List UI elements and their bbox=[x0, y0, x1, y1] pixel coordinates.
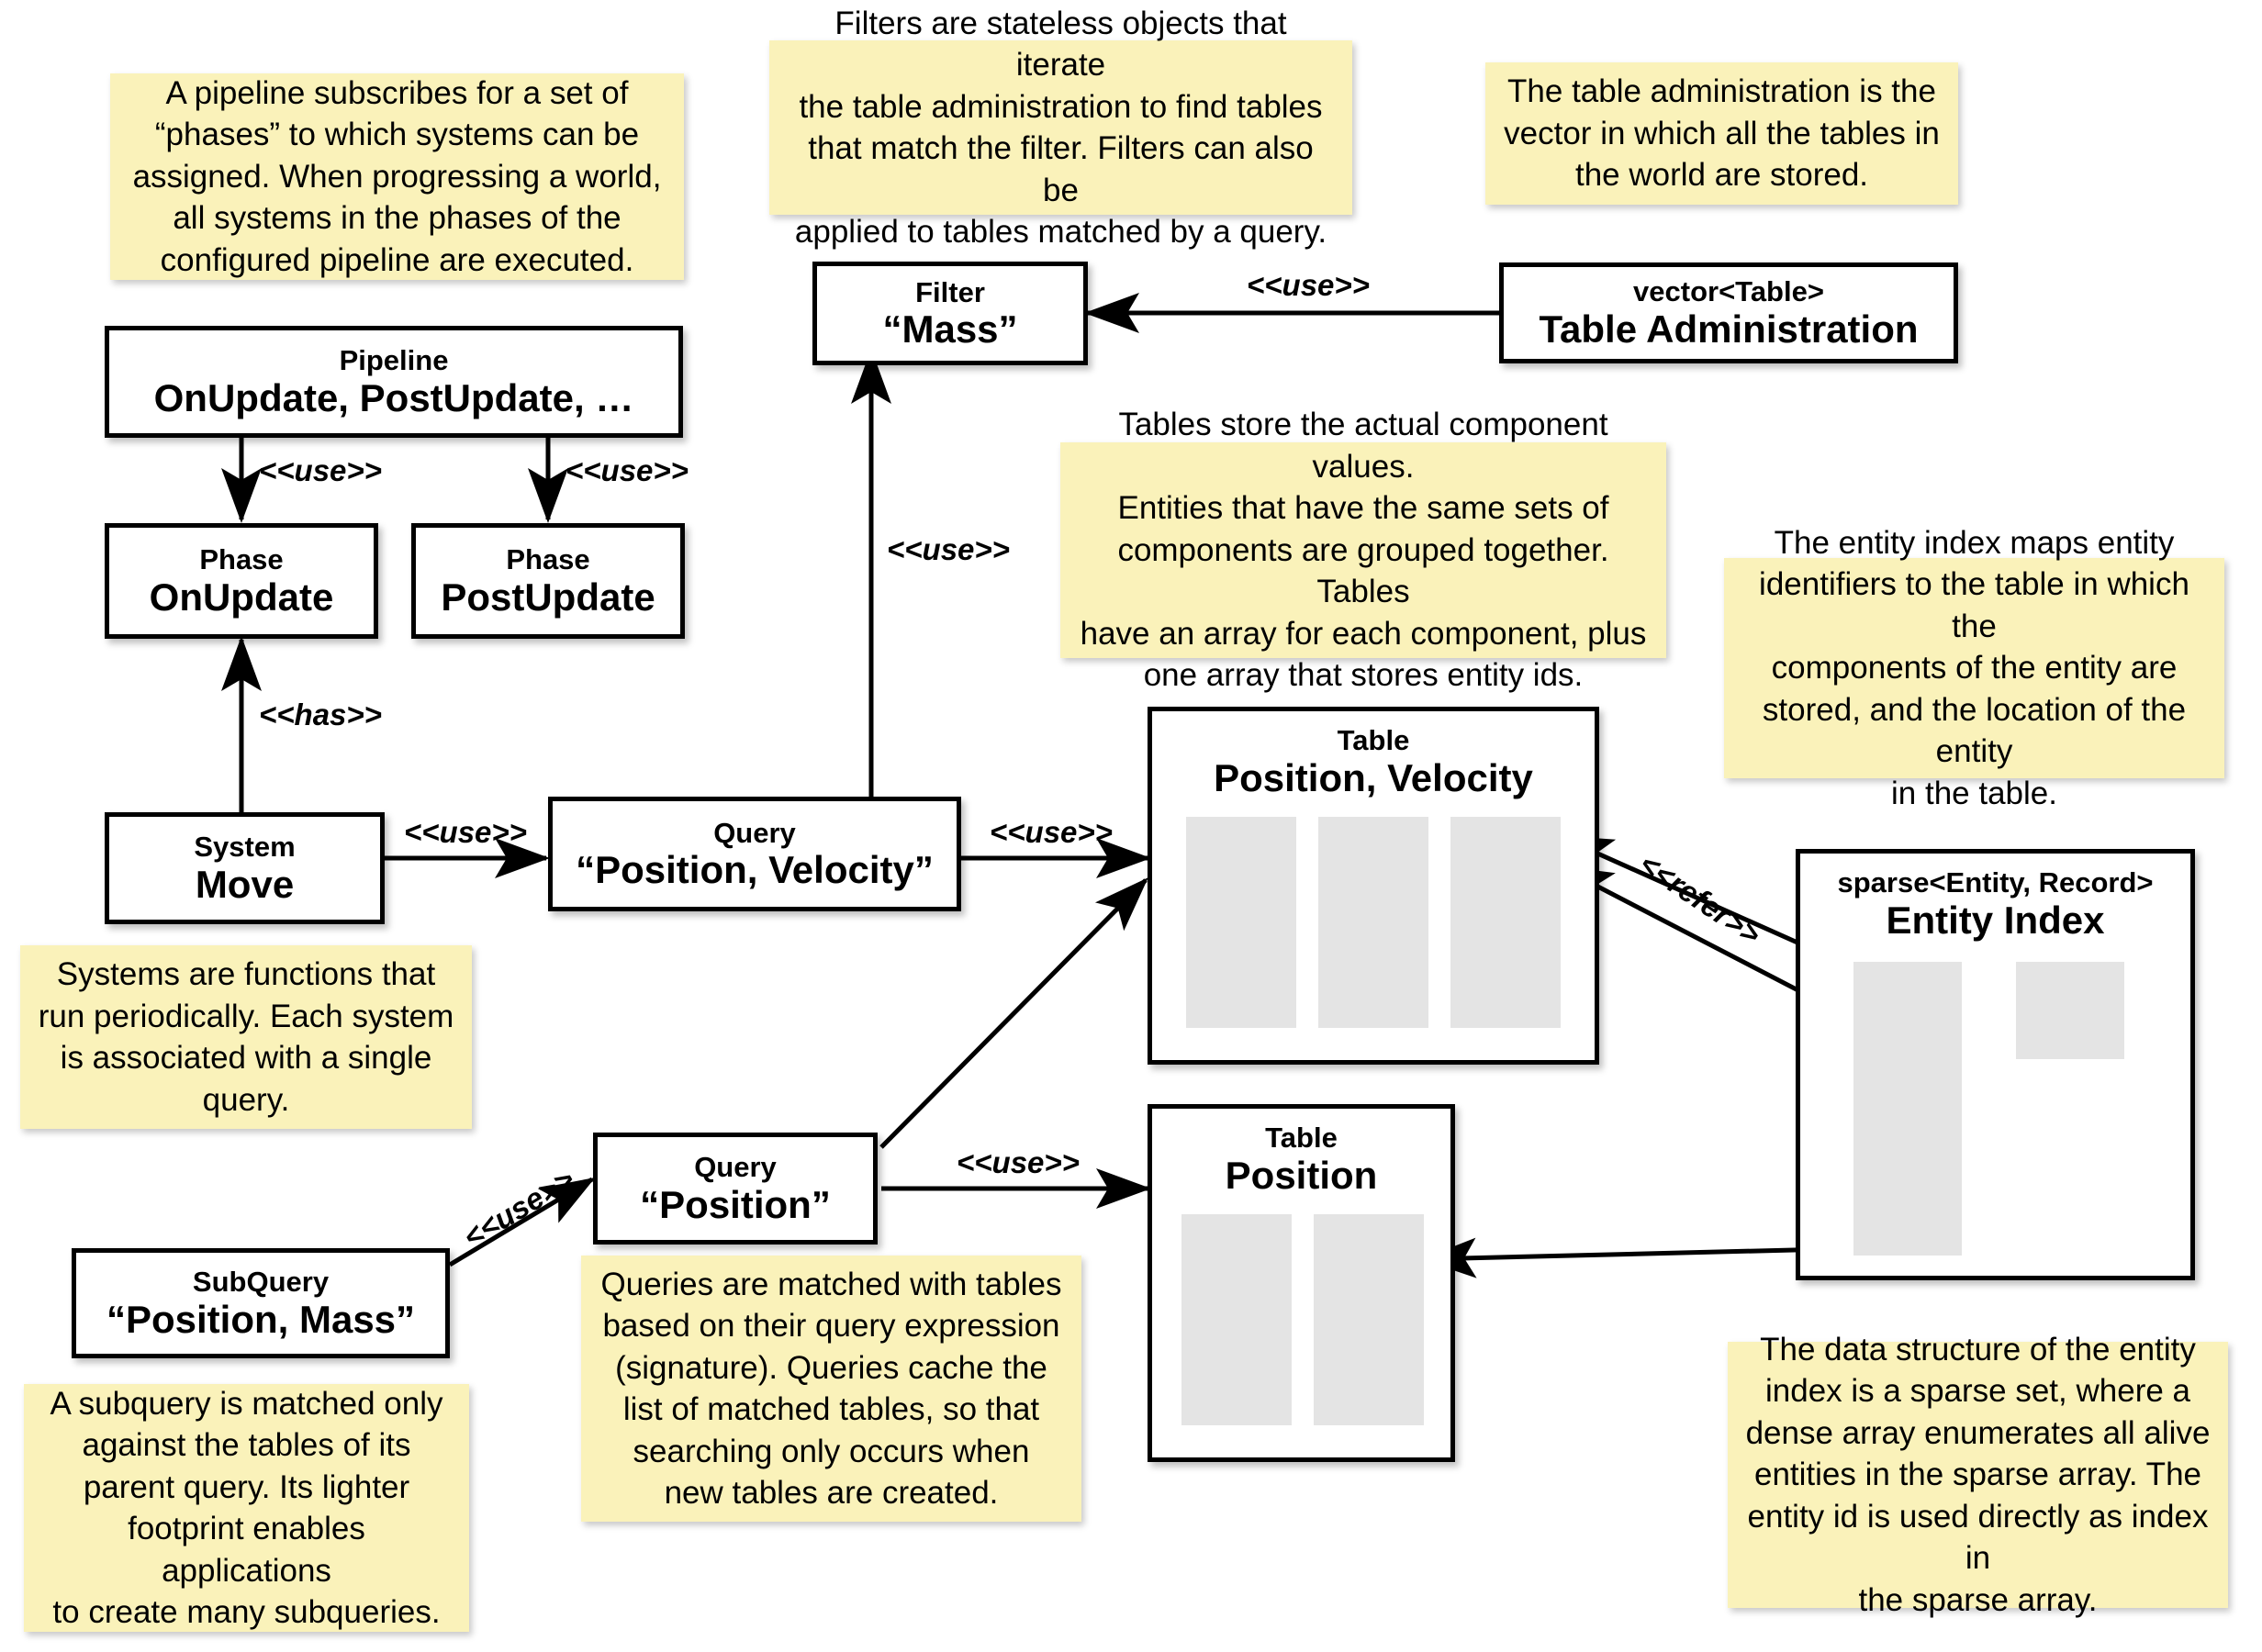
box-system-move-title: Move bbox=[195, 862, 295, 906]
edge-label-query-uses-filter: <<use>> bbox=[887, 532, 1010, 566]
box-entity-index[interactable]: sparse<Entity, Record> Entity Index bbox=[1796, 849, 2195, 1280]
box-table-position-stereotype: Table bbox=[1265, 1122, 1338, 1154]
note-pipeline: A pipeline subscribes for a set of “phas… bbox=[110, 73, 684, 280]
edge-label-entity-index-refer: <<refer>> bbox=[1633, 846, 1767, 952]
box-filter-mass-title: “Mass” bbox=[882, 307, 1018, 352]
box-phase-postupdate-title: PostUpdate bbox=[441, 575, 655, 619]
box-system-move[interactable]: System Move bbox=[105, 812, 385, 924]
box-system-move-stereotype: System bbox=[194, 831, 296, 864]
table-position-columns bbox=[1181, 1214, 1424, 1425]
note-entity-index: The entity index maps entity identifiers… bbox=[1724, 525, 2224, 811]
component-column bbox=[1318, 817, 1428, 1028]
box-entity-index-stereotype: sparse<Entity, Record> bbox=[1837, 866, 2154, 899]
box-table-administration-title: Table Administration bbox=[1539, 307, 1919, 351]
box-subquery-title: “Position, Mass” bbox=[106, 1297, 416, 1341]
box-table-administration-stereotype: vector<Table> bbox=[1633, 275, 1824, 308]
box-filter-mass-stereotype: Filter bbox=[915, 275, 985, 308]
edge-label-pipeline-onupdate: <<use>> bbox=[259, 453, 382, 487]
edge-label-system-has-phase: <<has>> bbox=[259, 698, 382, 731]
box-table-position-velocity-stereotype: Table bbox=[1337, 724, 1410, 756]
component-column bbox=[1181, 1214, 1292, 1425]
component-column bbox=[1186, 817, 1296, 1028]
note-queries: Queries are matched with tables based on… bbox=[581, 1256, 1081, 1522]
box-phase-onupdate[interactable]: Phase OnUpdate bbox=[105, 523, 378, 639]
note-sparse-set: The data structure of the entity index i… bbox=[1728, 1332, 2228, 1618]
box-query-position-velocity-title: “Position, Velocity” bbox=[576, 848, 934, 892]
box-filter-mass[interactable]: Filter “Mass” bbox=[812, 262, 1088, 365]
box-pipeline-stereotype: Pipeline bbox=[339, 344, 449, 377]
box-query-position-stereotype: Query bbox=[694, 1151, 777, 1184]
box-phase-onupdate-title: OnUpdate bbox=[149, 575, 334, 619]
box-subquery[interactable]: SubQuery “Position, Mass” bbox=[72, 1248, 450, 1358]
edge-label-admin-uses-filter: <<use>> bbox=[1247, 268, 1370, 302]
component-column bbox=[1314, 1214, 1424, 1425]
edge-label-subquery-uses-query: <<use>> bbox=[457, 1162, 580, 1255]
component-column bbox=[1450, 817, 1561, 1028]
box-phase-postupdate-stereotype: Phase bbox=[506, 543, 590, 576]
box-query-position[interactable]: Query “Position” bbox=[593, 1133, 878, 1245]
box-phase-postupdate[interactable]: Phase PostUpdate bbox=[411, 523, 685, 639]
box-table-position-title: Position bbox=[1225, 1153, 1378, 1197]
box-pipeline-title: OnUpdate, PostUpdate, … bbox=[153, 375, 634, 419]
table-position-velocity-columns bbox=[1186, 817, 1561, 1028]
box-table-administration[interactable]: vector<Table> Table Administration bbox=[1499, 262, 1958, 363]
box-pipeline[interactable]: Pipeline OnUpdate, PostUpdate, … bbox=[105, 326, 683, 438]
box-phase-onupdate-stereotype: Phase bbox=[199, 543, 284, 576]
edge-label-query-uses-table-p: <<use>> bbox=[957, 1145, 1080, 1179]
box-query-position-title: “Position” bbox=[640, 1182, 831, 1226]
dense-array-column bbox=[2016, 962, 2124, 1059]
box-table-position-velocity-title: Position, Velocity bbox=[1214, 755, 1533, 799]
box-table-position-velocity[interactable]: Table Position, Velocity bbox=[1148, 707, 1599, 1065]
note-table-admin: The table administration is the vector i… bbox=[1485, 62, 1958, 205]
note-tables: Tables store the actual component values… bbox=[1060, 407, 1666, 693]
note-subquery: A subquery is matched only against the t… bbox=[24, 1384, 469, 1632]
sparse-array-column bbox=[1853, 962, 1962, 1256]
edge-label-query-uses-table-pv: <<use>> bbox=[990, 815, 1113, 849]
note-filter: Filters are stateless objects that itera… bbox=[769, 6, 1352, 250]
box-table-position[interactable]: Table Position bbox=[1148, 1104, 1455, 1462]
note-systems: Systems are functions that run periodica… bbox=[20, 945, 472, 1129]
box-query-position-velocity-stereotype: Query bbox=[713, 816, 796, 849]
box-entity-index-title: Entity Index bbox=[1886, 898, 2105, 942]
edge-label-pipeline-postupdate: <<use>> bbox=[566, 453, 689, 487]
box-subquery-stereotype: SubQuery bbox=[192, 1266, 330, 1299]
edge-label-system-uses-query: <<use>> bbox=[404, 815, 527, 849]
box-query-position-velocity[interactable]: Query “Position, Velocity” bbox=[548, 797, 961, 911]
